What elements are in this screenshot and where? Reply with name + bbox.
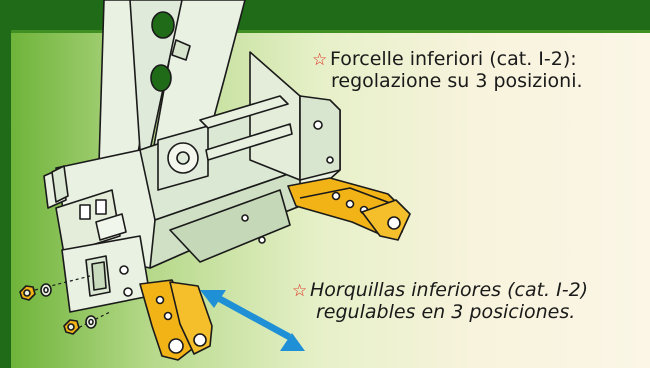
spanish-caption: ☆ Horquillas inferiores (cat. I-2) regul… bbox=[292, 279, 645, 323]
frame-left-plates bbox=[43, 165, 127, 255]
left-lower-fork bbox=[139, 279, 213, 361]
frame-box bbox=[55, 51, 341, 269]
star-bullet-icon: ☆ bbox=[292, 281, 308, 301]
double-arrow-icon bbox=[200, 290, 305, 351]
italian-caption-line-1: Forcelle inferiori (cat. I-2): bbox=[330, 48, 577, 70]
nuts-and-washers bbox=[19, 283, 97, 335]
spanish-caption-line-1: Horquillas inferiores (cat. I-2) bbox=[310, 279, 589, 301]
spanish-caption-line-2: regulables en 3 posiciones. bbox=[316, 301, 576, 323]
right-lower-fork bbox=[287, 177, 411, 241]
star-bullet-icon: ☆ bbox=[312, 50, 328, 70]
italian-caption: ☆ Forcelle inferiori (cat. I-2): regolaz… bbox=[312, 48, 645, 92]
italian-caption-line-2: regolazione su 3 posizioni. bbox=[331, 70, 583, 92]
lower-bracket bbox=[61, 235, 151, 313]
